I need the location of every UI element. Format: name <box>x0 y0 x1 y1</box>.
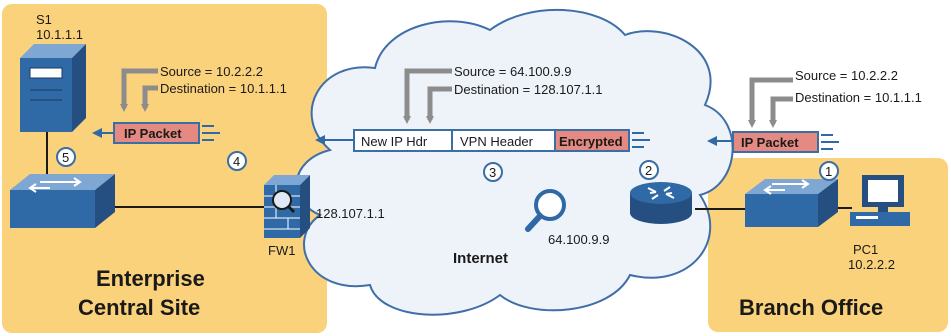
router-ip: 64.100.9.9 <box>548 232 609 247</box>
enterprise-switch-icon <box>10 174 115 228</box>
step-3-label: 3 <box>489 165 496 180</box>
step-2-label: 2 <box>645 163 652 178</box>
right-destination: Destination = 10.1.1.1 <box>795 90 922 105</box>
step-5-label: 5 <box>62 150 69 165</box>
right-ip-packet <box>732 131 819 153</box>
right-ip-packet-label: IP Packet <box>741 135 799 150</box>
step-marker-3: 3 <box>483 162 503 182</box>
pc-ip: 10.2.2.2 <box>848 257 895 272</box>
left-destination: Destination = 10.1.1.1 <box>160 81 287 96</box>
left-speed-lines <box>202 125 220 141</box>
step-marker-4: 4 <box>227 151 247 171</box>
pc-name: PC1 <box>853 242 878 257</box>
new-ip-hdr-label: New IP Hdr <box>361 134 428 149</box>
server-icon <box>20 44 86 132</box>
enterprise-title-line2: Central Site <box>78 295 200 320</box>
middle-source: Source = 64.100.9.9 <box>454 64 571 79</box>
internet-cloud <box>295 8 734 316</box>
branch-title: Branch Office <box>739 295 883 320</box>
internet-label: Internet <box>453 250 508 267</box>
server-name: S1 <box>36 12 52 27</box>
right-speed-lines <box>821 134 839 150</box>
vpn-header-label: VPN Header <box>460 134 534 149</box>
magnifier-icon <box>525 189 566 232</box>
branch-switch-icon <box>745 179 838 227</box>
left-source: Source = 10.2.2.2 <box>160 64 263 79</box>
router-icon <box>630 182 692 224</box>
firewall-name: FW1 <box>268 243 295 258</box>
middle-speed-lines <box>632 132 650 148</box>
right-source: Source = 10.2.2.2 <box>795 68 898 83</box>
firewall-ip: 128.107.1.1 <box>316 206 385 221</box>
middle-header-arrows <box>403 68 452 124</box>
right-header-arrows <box>748 77 793 128</box>
middle-destination: Destination = 128.107.1.1 <box>454 82 603 97</box>
pc-icon <box>850 175 910 226</box>
step-1-label: 1 <box>825 164 832 179</box>
left-ip-packet <box>113 122 200 144</box>
step-marker-1: 1 <box>819 161 839 181</box>
step-4-label: 4 <box>233 154 240 169</box>
left-ip-packet-label: IP Packet <box>124 126 182 141</box>
server-ip: 10.1.1.1 <box>36 27 83 42</box>
left-header-arrows <box>120 68 158 112</box>
firewall-icon <box>264 175 310 238</box>
step-marker-2: 2 <box>639 160 659 180</box>
encrypted-box <box>554 129 630 152</box>
encrypted-label: Encrypted <box>559 134 623 149</box>
step-marker-5: 5 <box>56 147 76 167</box>
enterprise-title-line1: Enterprise <box>96 266 205 291</box>
